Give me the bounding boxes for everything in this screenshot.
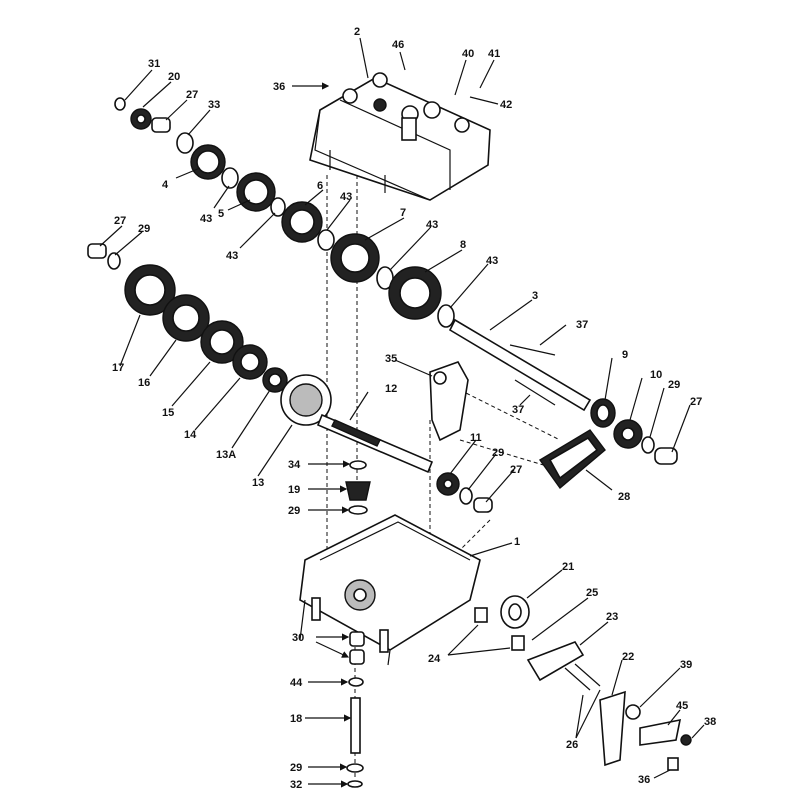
leader-lines bbox=[99, 37, 705, 788]
label-27-mid: 27 bbox=[510, 464, 522, 476]
upper-housing-cover bbox=[309, 72, 491, 201]
label-29-left: 29 bbox=[138, 223, 150, 235]
label-7: 7 bbox=[400, 207, 406, 219]
label-24: 24 bbox=[428, 653, 441, 665]
linkage-parts bbox=[474, 595, 692, 771]
label-46: 46 bbox=[392, 39, 404, 51]
left-gear-train bbox=[87, 243, 332, 426]
label-32: 32 bbox=[290, 779, 302, 791]
right-drive-parts bbox=[436, 398, 678, 513]
label-30: 30 bbox=[292, 632, 304, 644]
label-1: 1 bbox=[514, 536, 520, 548]
label-29-mid: 29 bbox=[492, 447, 504, 459]
label-17: 17 bbox=[112, 362, 124, 374]
label-11: 11 bbox=[470, 432, 482, 444]
label-20: 20 bbox=[168, 71, 180, 83]
label-13a: 13A bbox=[216, 449, 236, 461]
label-8: 8 bbox=[460, 239, 466, 251]
label-21: 21 bbox=[562, 561, 574, 573]
label-35: 35 bbox=[385, 353, 397, 365]
label-2: 2 bbox=[354, 26, 360, 38]
label-3: 3 bbox=[532, 290, 538, 302]
label-14: 14 bbox=[184, 429, 197, 441]
label-23: 23 bbox=[606, 611, 618, 623]
shift-fork bbox=[429, 361, 469, 442]
label-37-bottom: 37 bbox=[512, 404, 524, 416]
label-31: 31 bbox=[148, 58, 160, 70]
label-42: 42 bbox=[500, 99, 512, 111]
lower-housing bbox=[299, 514, 481, 666]
top-left-small-parts bbox=[114, 97, 455, 328]
label-28: 28 bbox=[618, 491, 630, 503]
callout-labels: 2 46 36 40 41 42 31 20 27 33 4 43 5 43 6… bbox=[112, 26, 716, 791]
label-12: 12 bbox=[385, 383, 397, 395]
label-5: 5 bbox=[218, 208, 224, 220]
lower-stack-parts bbox=[346, 631, 365, 788]
label-34: 34 bbox=[288, 459, 301, 471]
label-33: 33 bbox=[208, 99, 220, 111]
label-40: 40 bbox=[462, 48, 474, 60]
center-stack-parts bbox=[345, 460, 371, 515]
label-43-a: 43 bbox=[200, 213, 212, 225]
label-26: 26 bbox=[566, 739, 578, 751]
label-27-top: 27 bbox=[186, 89, 198, 101]
label-36-bottom: 36 bbox=[638, 774, 650, 786]
label-15: 15 bbox=[162, 407, 174, 419]
label-22: 22 bbox=[622, 651, 634, 663]
label-43-e: 43 bbox=[486, 255, 498, 267]
label-10: 10 bbox=[650, 369, 662, 381]
label-19: 19 bbox=[288, 484, 300, 496]
label-13: 13 bbox=[252, 477, 264, 489]
label-9: 9 bbox=[622, 349, 628, 361]
label-16: 16 bbox=[138, 377, 150, 389]
label-37-top: 37 bbox=[576, 319, 588, 331]
label-18: 18 bbox=[290, 713, 302, 725]
label-6: 6 bbox=[317, 180, 323, 192]
shafts bbox=[316, 318, 592, 474]
label-27-right: 27 bbox=[690, 396, 702, 408]
label-29-bottom: 29 bbox=[290, 762, 302, 774]
label-43-d: 43 bbox=[426, 219, 438, 231]
label-41: 41 bbox=[488, 48, 500, 60]
label-43-b: 43 bbox=[226, 250, 238, 262]
label-4: 4 bbox=[162, 179, 169, 191]
label-44: 44 bbox=[290, 677, 303, 689]
label-43-c: 43 bbox=[340, 191, 352, 203]
label-25: 25 bbox=[586, 587, 598, 599]
label-38: 38 bbox=[704, 716, 716, 728]
label-36-top: 36 bbox=[273, 81, 285, 93]
label-27-left: 27 bbox=[114, 215, 126, 227]
label-45: 45 bbox=[676, 700, 688, 712]
label-29-right: 29 bbox=[668, 379, 680, 391]
label-39: 39 bbox=[680, 659, 692, 671]
label-29-center: 29 bbox=[288, 505, 300, 517]
